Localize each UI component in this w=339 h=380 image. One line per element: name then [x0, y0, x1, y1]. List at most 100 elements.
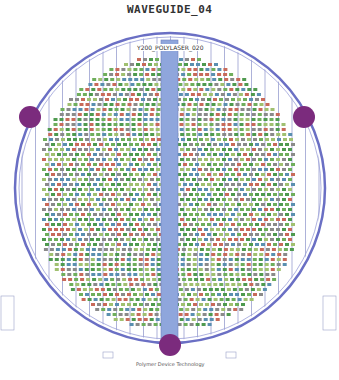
die [231, 153, 235, 156]
die [282, 208, 286, 211]
die [57, 193, 61, 196]
die [99, 213, 103, 216]
die [252, 118, 256, 121]
die [189, 243, 193, 246]
die [188, 78, 192, 81]
die [86, 103, 90, 106]
die [95, 308, 99, 311]
die [96, 218, 100, 221]
die [111, 163, 115, 166]
die [201, 183, 205, 186]
die [99, 203, 103, 206]
die [239, 308, 243, 311]
die [137, 58, 141, 61]
die [236, 78, 240, 81]
die [77, 288, 81, 291]
die [258, 123, 262, 126]
die [190, 298, 194, 301]
die [255, 203, 259, 206]
die [150, 228, 154, 231]
die [45, 213, 49, 216]
die [195, 243, 199, 246]
die [72, 178, 76, 181]
die [42, 158, 46, 161]
die [145, 88, 149, 91]
die [186, 123, 190, 126]
die [105, 143, 109, 146]
die [135, 153, 139, 156]
die [79, 253, 83, 256]
die [146, 78, 150, 81]
die [222, 148, 226, 151]
die [149, 308, 153, 311]
die [141, 173, 145, 176]
die [231, 233, 235, 236]
die [215, 313, 219, 316]
die [231, 193, 235, 196]
die [288, 188, 292, 191]
die [204, 128, 208, 131]
die [199, 263, 203, 266]
die [145, 273, 149, 276]
die [193, 73, 197, 76]
die [153, 153, 157, 156]
die [127, 253, 131, 256]
die [229, 138, 233, 141]
die [66, 198, 70, 201]
die [150, 148, 154, 151]
die [217, 303, 221, 306]
die [235, 88, 239, 91]
die [190, 63, 194, 66]
die [285, 183, 289, 186]
die [271, 263, 275, 266]
die [288, 208, 292, 211]
die [107, 288, 111, 291]
die [45, 173, 49, 176]
die [183, 283, 187, 286]
die [119, 313, 123, 316]
die [105, 233, 109, 236]
die [189, 233, 193, 236]
die [137, 308, 141, 311]
die [291, 203, 295, 206]
die [54, 118, 58, 121]
die [191, 58, 195, 61]
die [219, 203, 223, 206]
die [207, 173, 211, 176]
die [67, 268, 71, 271]
die [198, 238, 202, 241]
die [264, 113, 268, 116]
die [183, 153, 187, 156]
die [55, 263, 59, 266]
die [75, 173, 79, 176]
die [203, 93, 207, 96]
die [67, 273, 71, 276]
die [127, 88, 131, 91]
die [99, 183, 103, 186]
die [234, 168, 238, 171]
die [72, 168, 76, 171]
die [93, 243, 97, 246]
die [132, 123, 136, 126]
die [156, 208, 160, 211]
die [102, 198, 106, 201]
die [79, 138, 83, 141]
die [230, 248, 234, 251]
die [99, 153, 103, 156]
die [138, 123, 142, 126]
die [100, 83, 104, 86]
die [288, 158, 292, 161]
die [45, 243, 49, 246]
scribe-line [319, 30, 320, 345]
die [222, 168, 226, 171]
die [180, 228, 184, 231]
die [111, 173, 115, 176]
die [129, 153, 133, 156]
die [237, 163, 241, 166]
die [220, 298, 224, 301]
die [102, 118, 106, 121]
die [121, 293, 125, 296]
die [153, 243, 157, 246]
die [105, 243, 109, 246]
die [79, 108, 83, 111]
